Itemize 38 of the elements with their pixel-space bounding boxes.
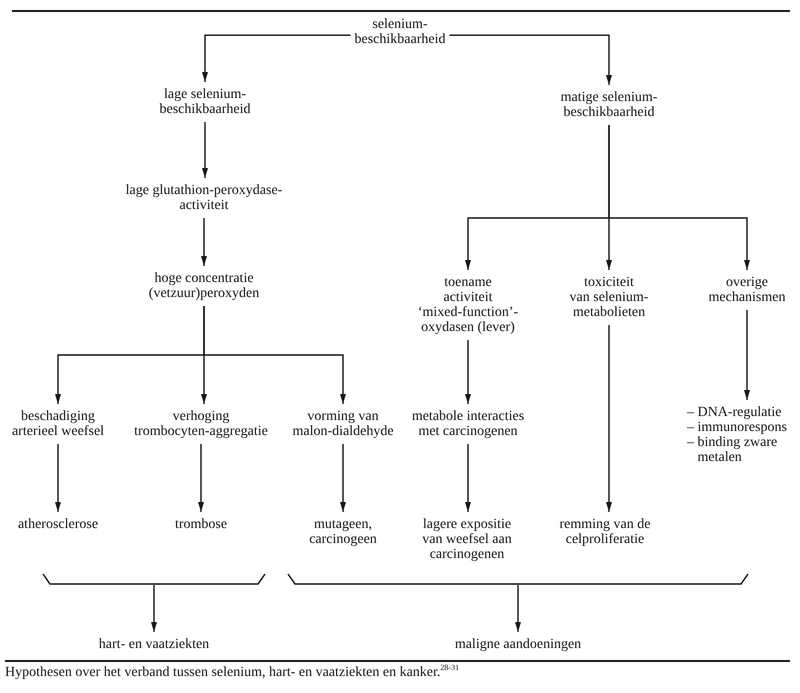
flow-arrow [202,34,351,82]
step-label: selenium- beschikbaarheid [354,17,446,47]
flow-arrow [606,325,612,512]
step-label: atherosclerose [18,517,98,532]
step-label: vorming van malon-dialdehyde [292,409,394,439]
flow-arrow [449,34,612,85]
flow-arrow [465,340,471,404]
flow-arrow [203,306,346,404]
flow-arrow [201,218,207,266]
step-label: overige mechanismen [708,275,786,305]
flow-arrow [515,585,521,632]
flow-arrow [202,122,208,178]
step-label: lage selenium- beschikbaarheid [160,87,250,117]
step-label: verhoging trombocyten-aggregatie [134,409,268,439]
figure-caption: Hypothesen over het verband tussen selenium, hart- en vaatziekten en kanker.$^{28-31}$ [5,665,460,681]
step-label: remming van de celproliferatie [560,517,650,547]
step-label: toxiciteit van selenium- metabolieten [570,275,648,320]
flow-arrow [55,444,61,512]
flow-arrow [198,444,204,512]
flow-arrow [465,444,471,512]
list-item: – immunorespons [687,420,787,435]
list-item: – DNA-regulatie [687,405,782,420]
step-label: hoge concentratie (vetzuur)peroxyden [148,271,260,301]
step-label: toename activiteit ‘mixed-function’- oxydasen (lever) [418,275,518,335]
step-label: trombose [174,517,228,532]
step-label: maligne aandoeningen [454,637,582,652]
step-label: lagere expositie van weefsel aan carcinogenen [422,517,512,562]
step-label: metabole interacties met carcinogenen [412,409,524,439]
step-label: matige selenium- beschikbaarheid [560,90,658,120]
flow-arrow [608,125,750,270]
flow-arrow [151,585,157,632]
step-label: lage glutathion-peroxydase- activiteit [126,183,282,213]
step-label: beschadiging arterieel weefsel [12,409,104,439]
list-item: – binding zware metalen [687,435,778,465]
flow-arrow [744,310,750,400]
flow-arrow [340,444,346,512]
step-label: mutageen, carcinogeen [309,517,377,547]
step-label: hart- en vaatziekten [98,637,210,652]
